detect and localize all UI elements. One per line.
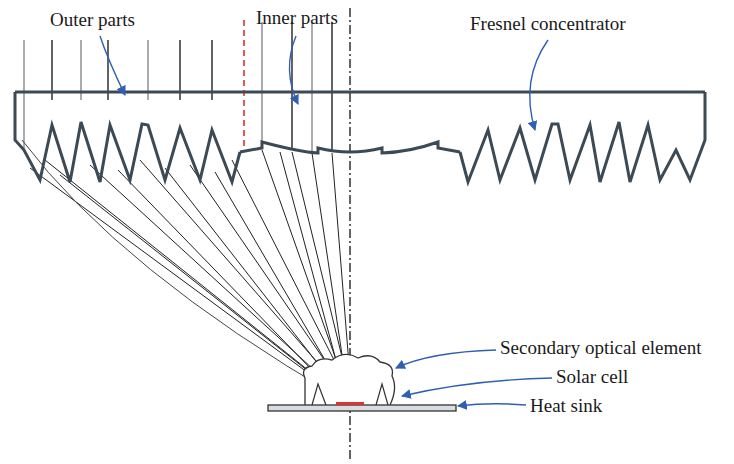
leader-arrow: [100, 36, 552, 406]
fresnel-lens: [15, 92, 705, 182]
optic-holder: [312, 384, 326, 405]
part-label: Inner parts: [256, 8, 338, 29]
part-label: Outer parts: [50, 10, 135, 31]
part-label: Secondary optical element: [500, 338, 702, 359]
heat-sink: [268, 405, 456, 411]
secondary-optic: [304, 354, 395, 405]
part-label: Solar cell: [556, 367, 628, 388]
part-label: Fresnel concentrator: [470, 14, 626, 35]
refracted-rays: [30, 150, 356, 403]
optic-holder: [376, 384, 388, 405]
solar-cell: [336, 402, 364, 405]
boundary-line: [243, 20, 245, 150]
part-label: Heat sink: [530, 396, 602, 417]
